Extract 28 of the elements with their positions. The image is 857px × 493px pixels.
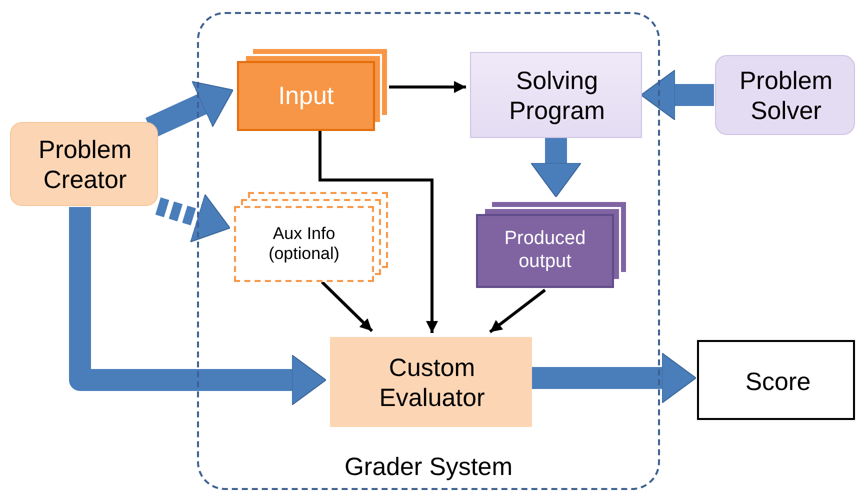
node-label: Custom Evaluator: [378, 353, 486, 413]
process-box: [697, 340, 855, 420]
stacked-cards: [234, 192, 388, 282]
node-label: Problem Solver: [738, 66, 834, 126]
process-box: [470, 52, 642, 138]
block-arrow: [530, 137, 582, 198]
process-box: [10, 122, 158, 206]
block-arrow: [145, 80, 234, 138]
block-arrow: [531, 352, 696, 404]
node-label: Aux Info (optional): [268, 224, 340, 264]
node-label: Produced output: [503, 228, 587, 274]
process-box: [330, 337, 532, 427]
grader-system-frame: [197, 12, 660, 490]
arrow: [318, 130, 438, 333]
node-label: Problem Creator: [37, 135, 133, 195]
node-label: Solving Program: [508, 66, 606, 126]
frame-label: Grader System: [343, 452, 514, 482]
block-arrow: [640, 70, 714, 120]
node-label: Input: [277, 81, 335, 111]
arrow: [389, 81, 466, 93]
block-arrow: [69, 207, 326, 406]
block-arrow: [155, 194, 230, 242]
stacked-cards: [476, 200, 628, 288]
node-label: Score: [744, 367, 812, 397]
arrow: [489, 288, 546, 334]
process-box: [715, 55, 855, 135]
arrow: [320, 280, 374, 332]
stacked-cards: [237, 47, 389, 131]
